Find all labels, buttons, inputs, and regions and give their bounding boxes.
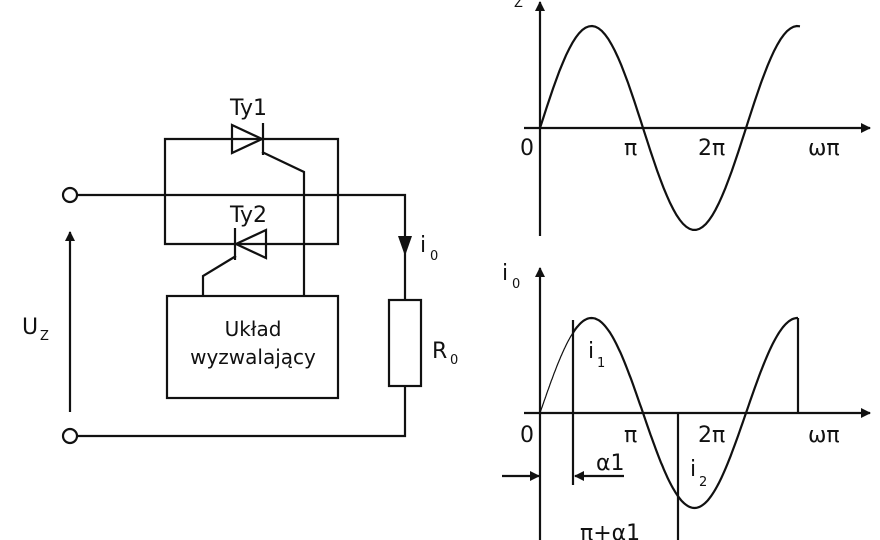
circuit-schematic: Ty1 Ty2 Układ wyzwalający U Z i 0 R 0 [22, 96, 458, 445]
ty1-label: Ty1 [229, 96, 267, 121]
load-current-arrow [398, 236, 412, 256]
unconducted-sine-segment [539, 332, 574, 414]
current-tick-2pi: 2π [698, 423, 725, 448]
voltage-tick-2pi: 2π [698, 136, 725, 161]
voltage-plot: Z 0 π 2π ωπ [514, 0, 871, 236]
current-y-subscript: 0 [512, 277, 520, 292]
i2-label: i [690, 457, 696, 482]
load-current-label: i [420, 233, 426, 258]
voltage-x-label: ωπ [808, 136, 840, 161]
current-x-label: ωπ [808, 423, 840, 448]
i1-subscript: 1 [597, 356, 605, 371]
bottom-terminal [61, 427, 79, 445]
load-resistor-subscript: 0 [450, 353, 458, 368]
current-tick-pi: π [624, 423, 637, 448]
thyristor-ty1 [230, 123, 306, 296]
voltage-tick-pi: π [624, 136, 637, 161]
voltage-tick-0: 0 [520, 136, 534, 161]
thyristor-frame [163, 137, 340, 246]
bottom-wire [77, 386, 407, 438]
current-tick-0: 0 [520, 423, 534, 448]
pi-plus-alpha1-label: π+α1 [580, 521, 640, 540]
top-wire [77, 193, 407, 300]
current-i1-curve [572, 316, 679, 497]
thyristor-ty2 [201, 228, 268, 296]
trigger-block-line2: wyzwalający [190, 345, 316, 369]
load-resistor-label: R [432, 339, 447, 364]
trigger-block [165, 294, 340, 400]
voltage-sine-curve [538, 24, 801, 231]
i1-label: i [588, 339, 594, 364]
supply-voltage-subscript: Z [40, 329, 49, 344]
current-y-label: i [502, 261, 508, 286]
load-resistor [387, 298, 423, 388]
top-terminal [61, 186, 79, 204]
ty2-label: Ty2 [229, 203, 267, 228]
i2-subscript: 2 [699, 475, 707, 490]
trigger-block-line1: Układ [225, 317, 282, 341]
voltage-y-subscript: Z [514, 0, 523, 11]
current-i2-curve [677, 316, 798, 510]
current-plot: i 0 0 π 2π ωπ i 1 i 2 α1 π+α1 [502, 261, 871, 540]
supply-voltage-label: U [22, 315, 38, 340]
alpha1-label: α1 [596, 451, 625, 476]
load-current-subscript: 0 [430, 249, 438, 264]
